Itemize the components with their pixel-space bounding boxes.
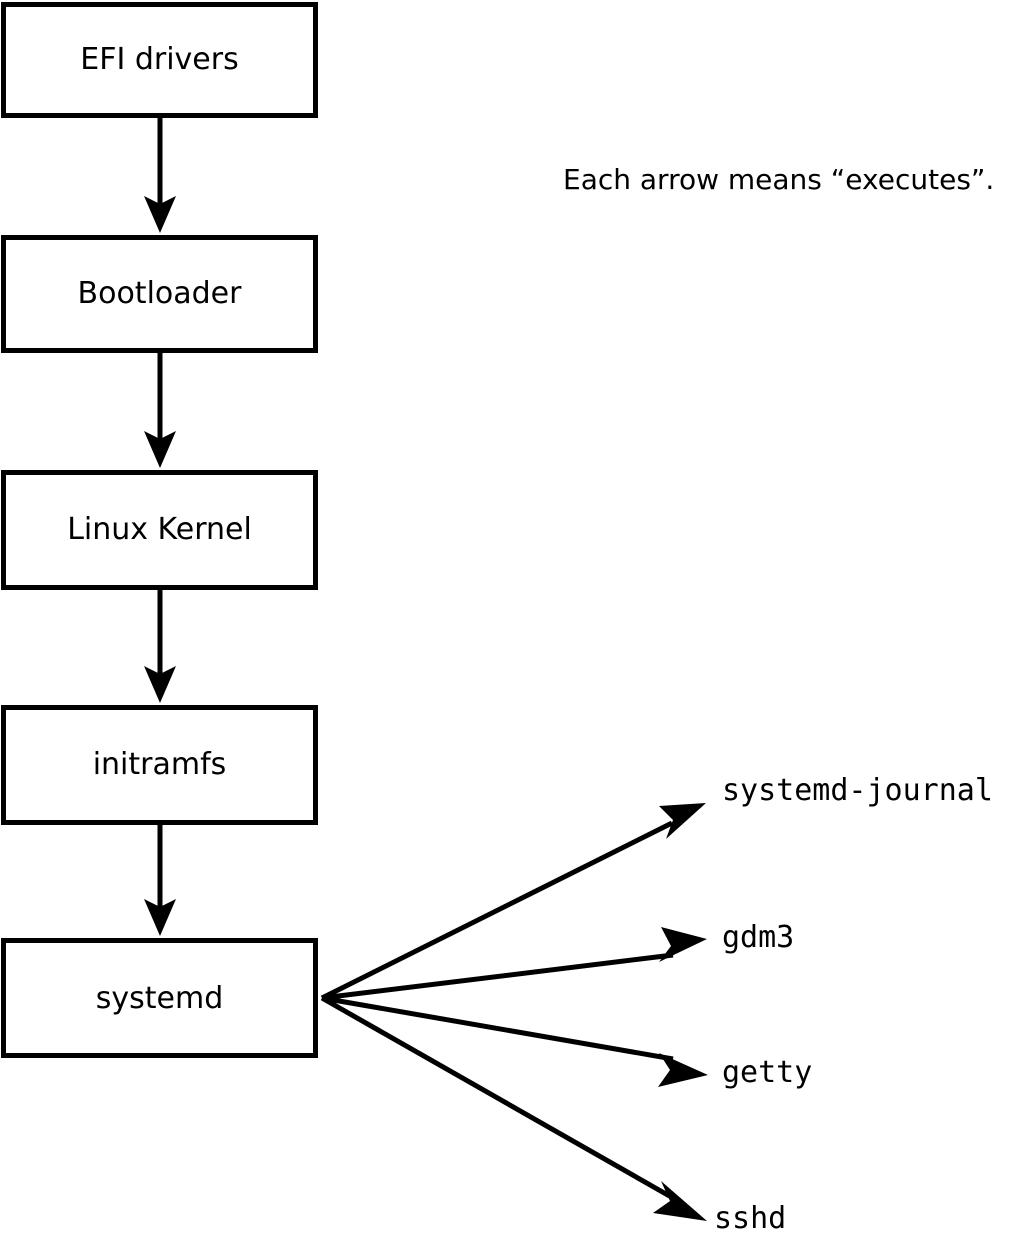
arrow-head-down-right-icon (658, 1053, 708, 1087)
arrow-shaft (321, 995, 674, 1062)
arrow-systemd-to-sshd (320, 995, 707, 1221)
process-box-efi-drivers[interactable] (1, 2, 318, 118)
arrow-head-up-right-icon (659, 927, 707, 962)
arrow-systemd-to-gdm3 (321, 927, 707, 1001)
arrow-head-down-icon (144, 666, 176, 703)
arrow-shaft (320, 820, 674, 1001)
process-box-initramfs[interactable] (1, 705, 318, 825)
arrow-bootloader-to-linux-kernel (144, 353, 176, 468)
arrow-systemd-to-systemd-journal (320, 803, 706, 1001)
arrow-initramfs-to-systemd (144, 825, 176, 936)
process-box-systemd[interactable] (1, 938, 318, 1058)
arrow-head-down-right-icon (653, 1181, 707, 1221)
box-rect-systemd (1, 938, 318, 1058)
box-rect-linux-kernel (1, 470, 318, 590)
box-rect-initramfs (1, 705, 318, 825)
arrow-head-down-icon (144, 899, 176, 936)
process-box-bootloader[interactable] (1, 235, 318, 353)
arrow-head-down-icon (144, 431, 176, 468)
arrow-shaft (320, 995, 675, 1201)
process-box-linux-kernel[interactable] (1, 470, 318, 590)
arrow-shaft (321, 952, 674, 1001)
arrow-systemd-to-getty (321, 995, 708, 1087)
arrow-efi-drivers-to-bootloader (144, 118, 176, 233)
arrow-head-up-right-icon (659, 803, 706, 839)
arrow-linux-kernel-to-initramfs (144, 590, 176, 703)
arrow-head-down-icon (144, 196, 176, 233)
box-rect-efi-drivers (1, 2, 318, 118)
box-rect-bootloader (1, 235, 318, 353)
